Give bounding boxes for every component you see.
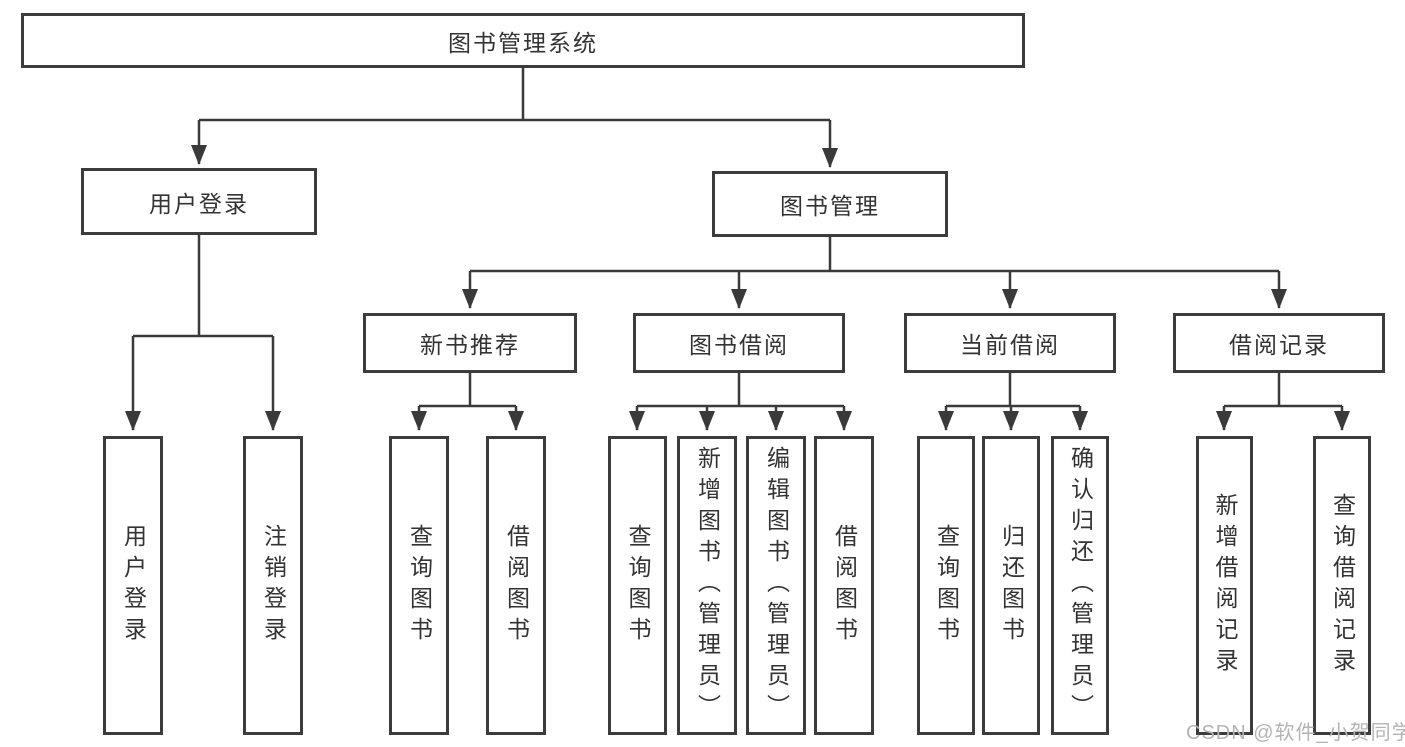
node-label: 借阅图书 <box>831 523 858 648</box>
node-user-login: 用户登录 <box>81 168 317 235</box>
node-borrowing-records: 借阅记录 <box>1173 313 1385 373</box>
node-new-book-recommend: 新书推荐 <box>363 313 577 373</box>
node-label: 查询图书 <box>406 523 433 648</box>
node-label: 借阅记录 <box>1229 332 1329 358</box>
leaf-logout-login: 注销登录 <box>243 436 303 735</box>
leaf-add-borrow-record: 新增借阅记录 <box>1196 436 1253 735</box>
node-label: 查询图书 <box>625 523 651 648</box>
leaf-query-borrow-record: 查询借阅记录 <box>1313 436 1371 735</box>
leaf-confirm-return-admin: 确认归还（管理员） <box>1051 436 1109 735</box>
node-label: 用户登录 <box>120 523 147 648</box>
node-label: 归还图书 <box>998 523 1025 648</box>
leaf-query-books-current: 查询图书 <box>917 436 975 735</box>
leaf-add-book-admin: 新增图书（管理员） <box>677 436 737 735</box>
leaf-query-books-borrowing: 查询图书 <box>608 436 667 735</box>
node-label: 新增图书（管理员） <box>694 446 721 725</box>
node-label: 查询借阅记录 <box>1329 492 1356 679</box>
node-label: 用户登录 <box>149 190 249 217</box>
csdn-watermark: CSDN @软件_小贺同学 <box>1186 722 1405 744</box>
node-label: 图书管理系统 <box>448 29 598 56</box>
node-book-management: 图书管理 <box>712 171 948 237</box>
node-label: 新书推荐 <box>420 332 520 358</box>
node-label: 当前借阅 <box>960 332 1060 358</box>
node-label: 新增借阅记录 <box>1212 492 1238 679</box>
node-label: 编辑图书（管理员） <box>763 446 790 725</box>
leaf-return-books: 归还图书 <box>982 436 1040 735</box>
node-label: 确认归还（管理员） <box>1067 446 1094 725</box>
leaf-borrow-books-borrowing: 借阅图书 <box>814 436 874 735</box>
node-label: 图书借阅 <box>689 332 789 358</box>
node-label: 借阅图书 <box>503 523 530 648</box>
leaf-edit-book-admin: 编辑图书（管理员） <box>746 436 806 735</box>
leaf-borrow-books-recommend: 借阅图书 <box>486 436 546 735</box>
node-library-management-system: 图书管理系统 <box>21 13 1025 68</box>
node-label: 注销登录 <box>260 523 287 648</box>
node-book-borrowing: 图书借阅 <box>633 313 845 373</box>
node-label: 查询图书 <box>933 523 960 648</box>
leaf-query-books-recommend: 查询图书 <box>389 436 449 735</box>
node-current-borrowing: 当前借阅 <box>904 313 1116 373</box>
leaf-user-login: 用户登录 <box>103 436 163 735</box>
node-label: 图书管理 <box>780 193 880 219</box>
